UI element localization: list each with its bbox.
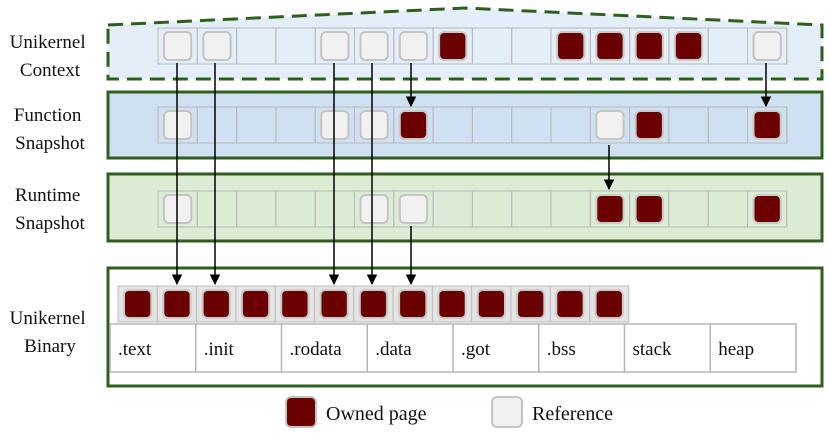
owned-page [634,110,664,140]
reference-page [752,31,782,61]
owned-page [595,194,625,224]
binary-page-cell [431,285,473,323]
binary-page-cell [549,285,591,323]
owned-page [398,110,429,140]
owned-page [555,289,585,319]
owned-page [594,289,624,319]
reference-page [359,110,389,140]
runtime-page-cell [393,190,434,228]
function-snapshot-frame [106,90,824,160]
legend-owned-label: Owned page [326,403,427,425]
function-page-cell [629,106,670,144]
reference-page [320,31,350,61]
label-unikernel-context: Unikernel Context [10,32,91,81]
section-label: .data [375,339,412,360]
section-label: .text [118,339,152,360]
runtime-page-cell [747,190,788,228]
binary-page-cell [510,285,551,323]
runtime-page-cell [629,190,670,228]
reference-page [163,31,193,61]
reference-page [359,31,389,61]
owned-page [162,289,192,319]
section-label: .init [204,339,235,360]
function-page-row [157,106,788,144]
reference-page [359,194,389,224]
binary-page-cell [196,285,237,323]
binary-page-row [117,285,630,323]
legend-reference-swatch [491,396,523,428]
owned-page [634,194,664,224]
binary-page-cell [471,285,512,323]
reference-page [320,110,350,140]
owned-page [358,289,389,319]
binary-page-cell [274,285,316,323]
binary-page-cell [314,285,355,323]
label-unikernel-binary: Unikernel Binary [10,308,91,357]
binary-page-cell [392,285,433,323]
section-label: .rodata [290,339,343,360]
section-label: .got [461,339,491,360]
binary-page-cell [156,285,198,323]
owned-page [438,31,468,61]
owned-page [398,289,428,319]
owned-page [752,110,782,140]
owned-page [516,289,546,319]
owned-page [437,289,467,319]
legend-reference-label: Reference [532,403,613,425]
section-label: .bss [547,339,576,360]
binary-page-cell [117,285,158,323]
context-page-cell [196,27,238,65]
context-page-cell [314,27,356,65]
owned-page [319,289,349,319]
runtime-page-cell [354,190,395,228]
binary-page-cell [235,285,276,323]
owned-page [673,31,704,61]
owned-page [556,31,586,61]
owned-page [752,194,782,224]
legend: Owned page Reference [285,396,613,428]
label-function-snapshot: Function Snapshot [14,105,86,154]
runtime-snapshot-frame [106,172,824,243]
binary-page-cell [353,285,394,323]
section-label: heap [718,339,754,360]
section-label: stack [633,339,673,360]
owned-page [240,289,271,319]
context-page-row [157,27,788,65]
function-page-cell [354,106,395,144]
page-slot [747,190,788,228]
context-page-cell [747,27,788,65]
reference-page [398,31,429,61]
runtime-page-cell [589,190,631,228]
reference-page [595,110,625,140]
owned-page [201,289,231,319]
label-runtime-snapshot: Runtime Snapshot [15,185,86,234]
binary-page-cell [589,285,630,323]
owned-page [123,289,153,319]
reference-page [202,31,232,61]
page-slot [747,27,788,65]
owned-page [476,289,507,319]
legend-owned-swatch [285,396,317,428]
owned-page [280,289,310,319]
context-page-cell [393,27,434,65]
function-page-cell [314,106,356,144]
section-table: .text .init .rodata .data .got .bss stack heap [109,323,797,373]
reference-page [398,194,429,224]
owned-page [595,31,625,61]
context-page-cell [629,27,670,65]
reference-arrows [171,63,772,286]
owned-page [634,31,664,61]
